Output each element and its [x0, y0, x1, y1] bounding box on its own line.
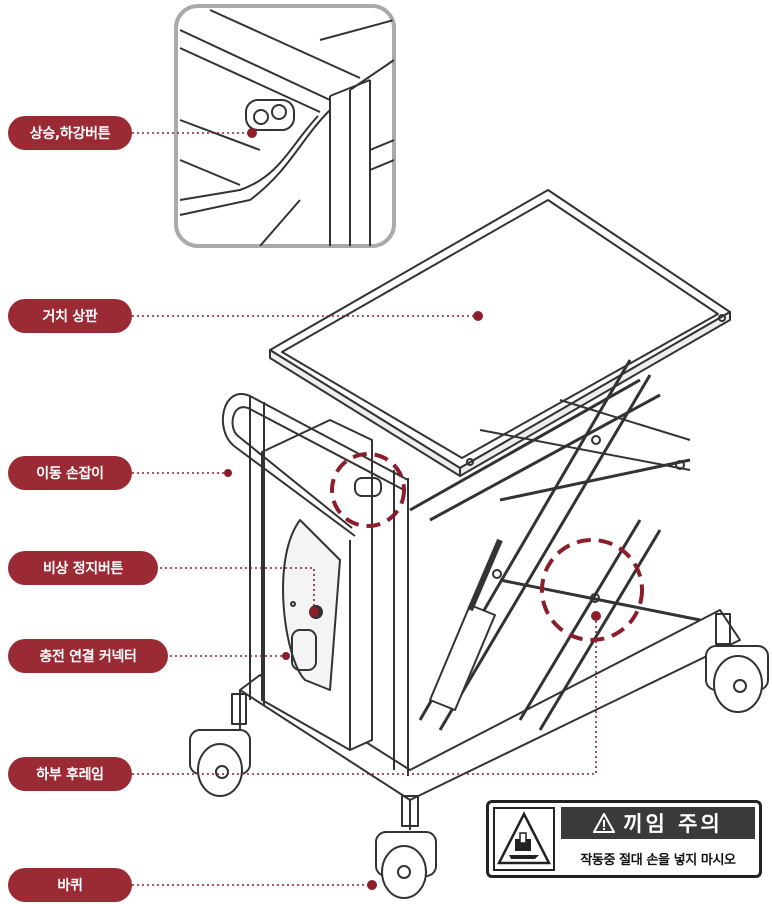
wheel-front-right	[375, 795, 437, 899]
leader-dot-charge	[282, 652, 290, 660]
hand-pinch-pictogram	[493, 807, 555, 871]
label-lower-frame: 하부 후레임	[8, 757, 132, 791]
zoom-inset	[174, 4, 396, 248]
label-updown-button: 상승,하강버튼	[8, 116, 132, 150]
label-charge-connector: 충전 연결 커넥터	[8, 639, 168, 673]
pinch-highlight-circle	[540, 538, 644, 642]
leader-dot-handle	[224, 469, 232, 477]
leader-dot-updown	[247, 128, 257, 138]
leader-dot-top-plate	[473, 311, 483, 321]
warning-triangle-icon	[593, 813, 616, 833]
label-wheel: 바퀴	[8, 868, 132, 902]
warning-header: 끼임 주의	[561, 807, 755, 839]
warning-title: 끼임 주의	[623, 812, 723, 836]
leader-dot-wheel	[367, 880, 377, 890]
leader-emergency	[160, 567, 315, 612]
leader-dot-emergency	[309, 607, 319, 617]
label-handle: 이동 손잡이	[8, 456, 132, 490]
label-top-plate: 거치 상판	[8, 299, 132, 333]
wheel-back-right	[705, 613, 769, 713]
wheel-front-left	[189, 693, 251, 797]
cart-body	[189, 189, 769, 899]
pinch-hazard-icon	[496, 811, 552, 865]
button-highlight-circle	[330, 452, 406, 528]
leader-dot-lower-frame	[591, 611, 601, 621]
pinch-warning-sign: 끼임 주의 작동중 절대 손을 넣지 마시오	[486, 800, 762, 878]
warning-message: 작동중 절대 손을 넣지 마시오	[580, 852, 736, 868]
label-emergency-stop: 비상 정지버튼	[8, 551, 158, 585]
